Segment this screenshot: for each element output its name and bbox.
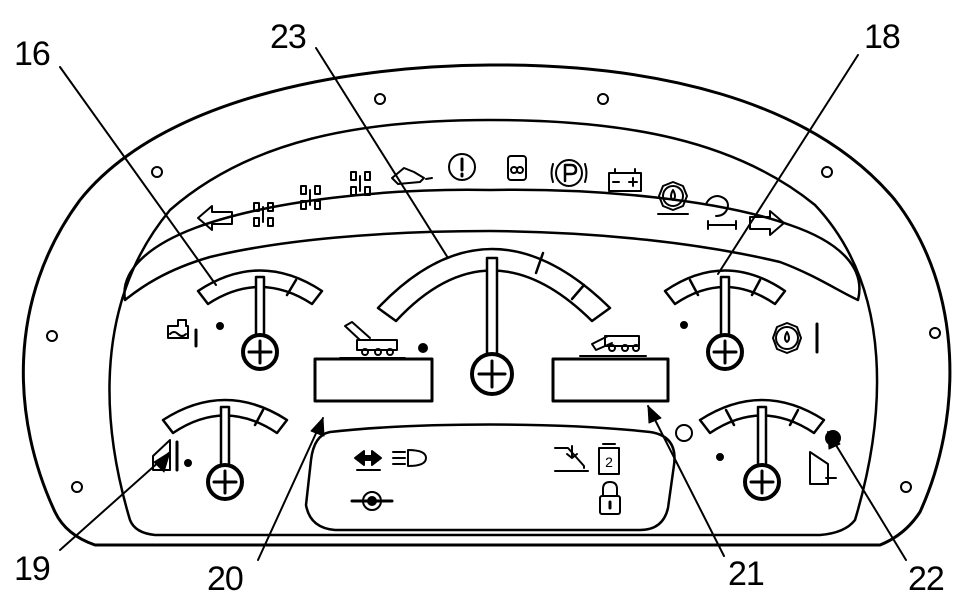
gauge-19	[161, 398, 289, 501]
callout-23: 23	[270, 18, 306, 56]
screw-hole	[597, 93, 609, 105]
boom-angle-icon	[554, 445, 589, 472]
transmission-oil-icon	[657, 181, 689, 215]
gauge-hub	[241, 333, 279, 371]
gauge-hub	[706, 333, 744, 371]
indicator-dot	[418, 343, 428, 353]
lcd-level-digit: 2	[605, 454, 613, 470]
callout-18: 18	[864, 18, 900, 56]
gauge-hub	[470, 352, 514, 396]
engine-oil-pressure-icon	[391, 167, 433, 185]
scale-tick	[253, 408, 265, 427]
leader-16	[59, 66, 217, 286]
lcd-display-20	[313, 357, 434, 403]
leader-arrowhead	[153, 451, 171, 473]
indicator-dot	[216, 322, 224, 330]
direction-icon	[354, 450, 382, 471]
scale-tick	[724, 408, 736, 427]
gauge-scale	[161, 398, 289, 435]
indicator-lamp	[675, 424, 693, 442]
scale-tick	[788, 408, 800, 427]
screw-hole	[374, 93, 386, 105]
air-filter-icon	[705, 195, 737, 230]
gauge-scale	[376, 247, 612, 323]
leader-lines	[59, 47, 907, 561]
leader-21	[647, 405, 725, 557]
machine-icon	[579, 335, 647, 357]
glow-plug-icon	[507, 155, 527, 181]
scale-tick	[750, 278, 762, 297]
callout-21: 21	[728, 555, 764, 593]
gauge-needle	[219, 405, 231, 467]
gauge-23	[376, 247, 612, 396]
gauge-scale	[196, 269, 324, 306]
front-wheel-steer-icon	[253, 202, 274, 227]
leader-18	[717, 54, 859, 275]
gauge-scale	[663, 269, 787, 306]
leader-23	[315, 47, 449, 259]
gauge-22	[698, 398, 826, 501]
screw-hole	[46, 330, 58, 342]
gauge-hub	[206, 463, 244, 501]
transmission-temperature-icon	[772, 322, 819, 354]
left-turn-arrow-icon	[197, 205, 233, 231]
gauge-scale	[698, 398, 826, 435]
screw-holes	[46, 93, 941, 493]
callout-22: 22	[908, 560, 944, 598]
axle-lock-icon	[350, 491, 394, 511]
four-wheel-steer-icon	[300, 185, 321, 210]
callout-20: 20	[207, 560, 243, 598]
leader-arrowhead	[647, 405, 662, 424]
leader-20	[257, 417, 324, 561]
scale-tick	[570, 283, 586, 301]
leader-arrowhead	[827, 431, 841, 450]
gauge-hub	[743, 463, 781, 501]
coolant-temperature-icon	[167, 319, 198, 348]
battery-charge-icon	[608, 168, 642, 192]
hydraulic-filter-icon	[809, 451, 837, 485]
crab-steer-icon	[350, 171, 371, 196]
callout-19: 19	[14, 550, 50, 588]
fuel-level-icon	[152, 439, 192, 472]
screw-hole	[929, 327, 941, 339]
general-warning-icon	[448, 153, 476, 181]
gauge-needle	[254, 275, 266, 337]
scale-tick	[534, 251, 545, 275]
leader-22	[827, 431, 907, 561]
machine-icon	[339, 321, 406, 359]
parking-brake-icon	[550, 159, 588, 187]
scale-tick	[285, 278, 298, 297]
screw-hole	[71, 481, 83, 493]
headlight-icon	[392, 449, 427, 467]
gauge-18	[663, 269, 787, 371]
screw-hole	[900, 481, 912, 493]
callout-16: 16	[14, 35, 50, 73]
lcd-display-21	[551, 357, 670, 403]
lcd-level-icon	[598, 443, 620, 475]
indicator-dot	[716, 453, 724, 461]
gauge-needle	[485, 256, 499, 356]
leader-19	[59, 451, 171, 551]
screw-hole	[821, 166, 833, 178]
indicator-window	[304, 423, 676, 532]
leader-arrowhead	[310, 417, 325, 437]
gauge-needle	[719, 275, 731, 337]
indicator-dot	[680, 321, 688, 329]
gauge-needle	[756, 405, 768, 467]
inner-bezel	[108, 118, 879, 537]
padlock-icon	[599, 481, 621, 515]
gauge-16	[196, 269, 324, 371]
outer-housing	[21, 63, 952, 547]
scale-tick	[688, 278, 700, 297]
screw-hole	[151, 166, 163, 178]
